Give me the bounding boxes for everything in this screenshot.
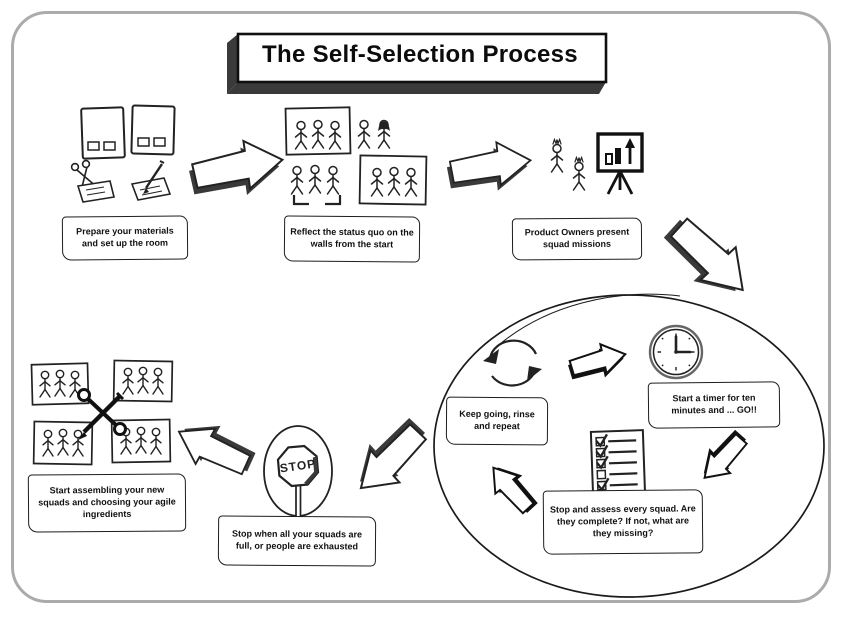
title-banner-ribbon bbox=[227, 32, 608, 94]
label-timer: Start a timer for ten minutes and ... GO… bbox=[647, 381, 781, 429]
female-figure-icon bbox=[377, 119, 391, 149]
arrow-right-icon bbox=[446, 140, 533, 191]
pencil-paper-icon bbox=[130, 160, 172, 201]
label-assemble: Start assembling your new squads and cho… bbox=[27, 473, 187, 533]
page-title: The Self-Selection Process bbox=[262, 41, 578, 68]
crowned-figure-icon bbox=[572, 156, 586, 191]
arrow-up-left-icon bbox=[492, 466, 538, 515]
status-quo-people-icon bbox=[284, 106, 428, 206]
cycle-arrows-icon bbox=[483, 339, 542, 387]
arrow-right-icon bbox=[189, 139, 285, 196]
crowned-figure-icon bbox=[550, 138, 564, 173]
cut-paper-icon bbox=[76, 180, 115, 203]
loop-ellipse bbox=[433, 293, 825, 598]
materials-icon bbox=[70, 104, 176, 203]
label-prepare: Prepare your materials and set up the ro… bbox=[61, 215, 189, 261]
label-assess: Stop and assess every squad. Are they co… bbox=[542, 489, 704, 555]
page-border bbox=[11, 11, 831, 603]
label-reflect: Reflect the status quo on the walls from… bbox=[283, 215, 421, 263]
arrow-up-left-icon bbox=[177, 425, 256, 476]
squads-assembly-icon bbox=[30, 359, 174, 466]
arrow-down-left-icon bbox=[359, 417, 428, 490]
crossed-tools-icon bbox=[77, 388, 127, 440]
bracket-icon bbox=[292, 195, 342, 206]
arrow-right-icon bbox=[568, 342, 628, 380]
flipchart-icon bbox=[596, 132, 644, 195]
label-repeat: Keep going, rinse and repeat bbox=[445, 396, 549, 446]
label-stop: Stop when all your squads are full, or p… bbox=[217, 515, 377, 567]
clock-icon bbox=[648, 324, 704, 380]
arrow-down-right-icon bbox=[663, 217, 744, 292]
stop-sign-icon bbox=[263, 425, 333, 518]
label-present: Product Owners present squad missions bbox=[511, 217, 643, 261]
arrow-down-left-icon bbox=[703, 429, 749, 479]
product-owners-icon bbox=[550, 132, 644, 195]
